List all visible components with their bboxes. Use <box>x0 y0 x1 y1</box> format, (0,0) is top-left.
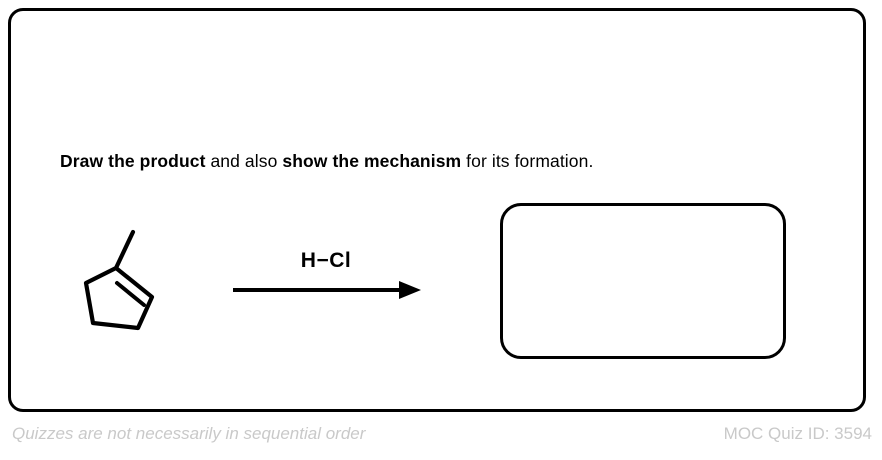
instruction-segment-bold-2: show the mechanism <box>282 151 462 171</box>
footer-note: Quizzes are not necessarily in sequentia… <box>12 424 366 443</box>
instruction-segment-regular-2: for its formation. <box>461 151 594 171</box>
instruction-segment-regular-1: and also <box>205 151 283 171</box>
answer-drawing-box[interactable] <box>500 203 786 359</box>
footer: Quizzes are not necessarily in sequentia… <box>0 424 882 460</box>
reagent-label-hcl: H−Cl <box>300 249 352 272</box>
instruction-text: Draw the product and also show the mecha… <box>60 150 593 172</box>
footer-quiz-id: MOC Quiz ID: 3594 <box>723 424 872 443</box>
instruction-segment-bold-1: Draw the product <box>60 151 206 171</box>
